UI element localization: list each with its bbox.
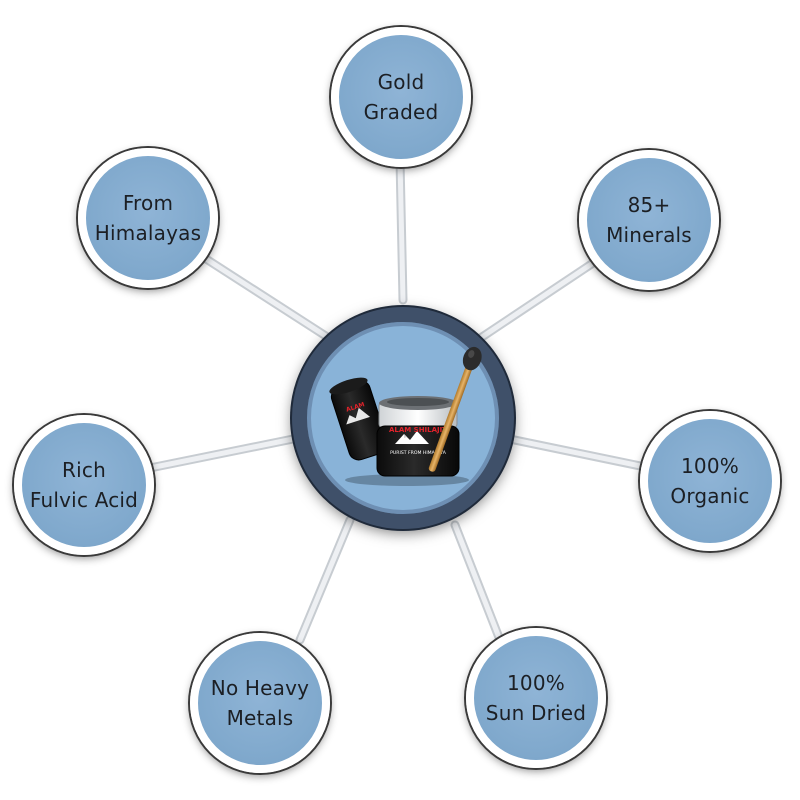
feature-line: Gold	[377, 70, 425, 94]
feature-line: 100%	[681, 454, 739, 478]
feature-line: 85+	[627, 193, 671, 217]
feature-rich-fulvic-acid: Rich Fulvic Acid	[14, 415, 154, 555]
feature-100-organic: 100% Organic	[640, 411, 780, 551]
feature-line: Metals	[226, 706, 294, 730]
product-tagline-text: PURIST FROM HIMALAYA	[390, 450, 447, 456]
feature-line: From	[122, 191, 174, 215]
feature-line: No Heavy	[210, 676, 310, 700]
product-brand-text: ALAM SHILAJIT	[389, 426, 447, 434]
feature-line: Organic	[670, 484, 750, 508]
feature-from-himalayas: From Himalayas	[78, 148, 218, 288]
product-jar-icon: ALAM ALAM SHILAJIT PURIST FROM HIMALAYA	[329, 346, 482, 486]
feature-line: Sun Dried	[485, 701, 587, 725]
feature-85-minerals: 85+ Minerals	[579, 150, 719, 290]
feature-line: 100%	[507, 671, 565, 695]
hub-product-circle: ALAM ALAM SHILAJIT PURIST FROM HIMALAYA	[292, 307, 514, 529]
feature-gold-graded: Gold Graded	[331, 27, 471, 167]
feature-no-heavy-metals: No Heavy Metals	[190, 633, 330, 773]
feature-line: Himalayas	[94, 221, 202, 245]
feature-line: Minerals	[606, 223, 692, 247]
feature-line: Graded	[363, 100, 439, 124]
feature-100-sun-dried: 100% Sun Dried	[466, 628, 606, 768]
feature-line: Rich	[62, 458, 106, 482]
feature-line: Fulvic Acid	[29, 488, 139, 512]
